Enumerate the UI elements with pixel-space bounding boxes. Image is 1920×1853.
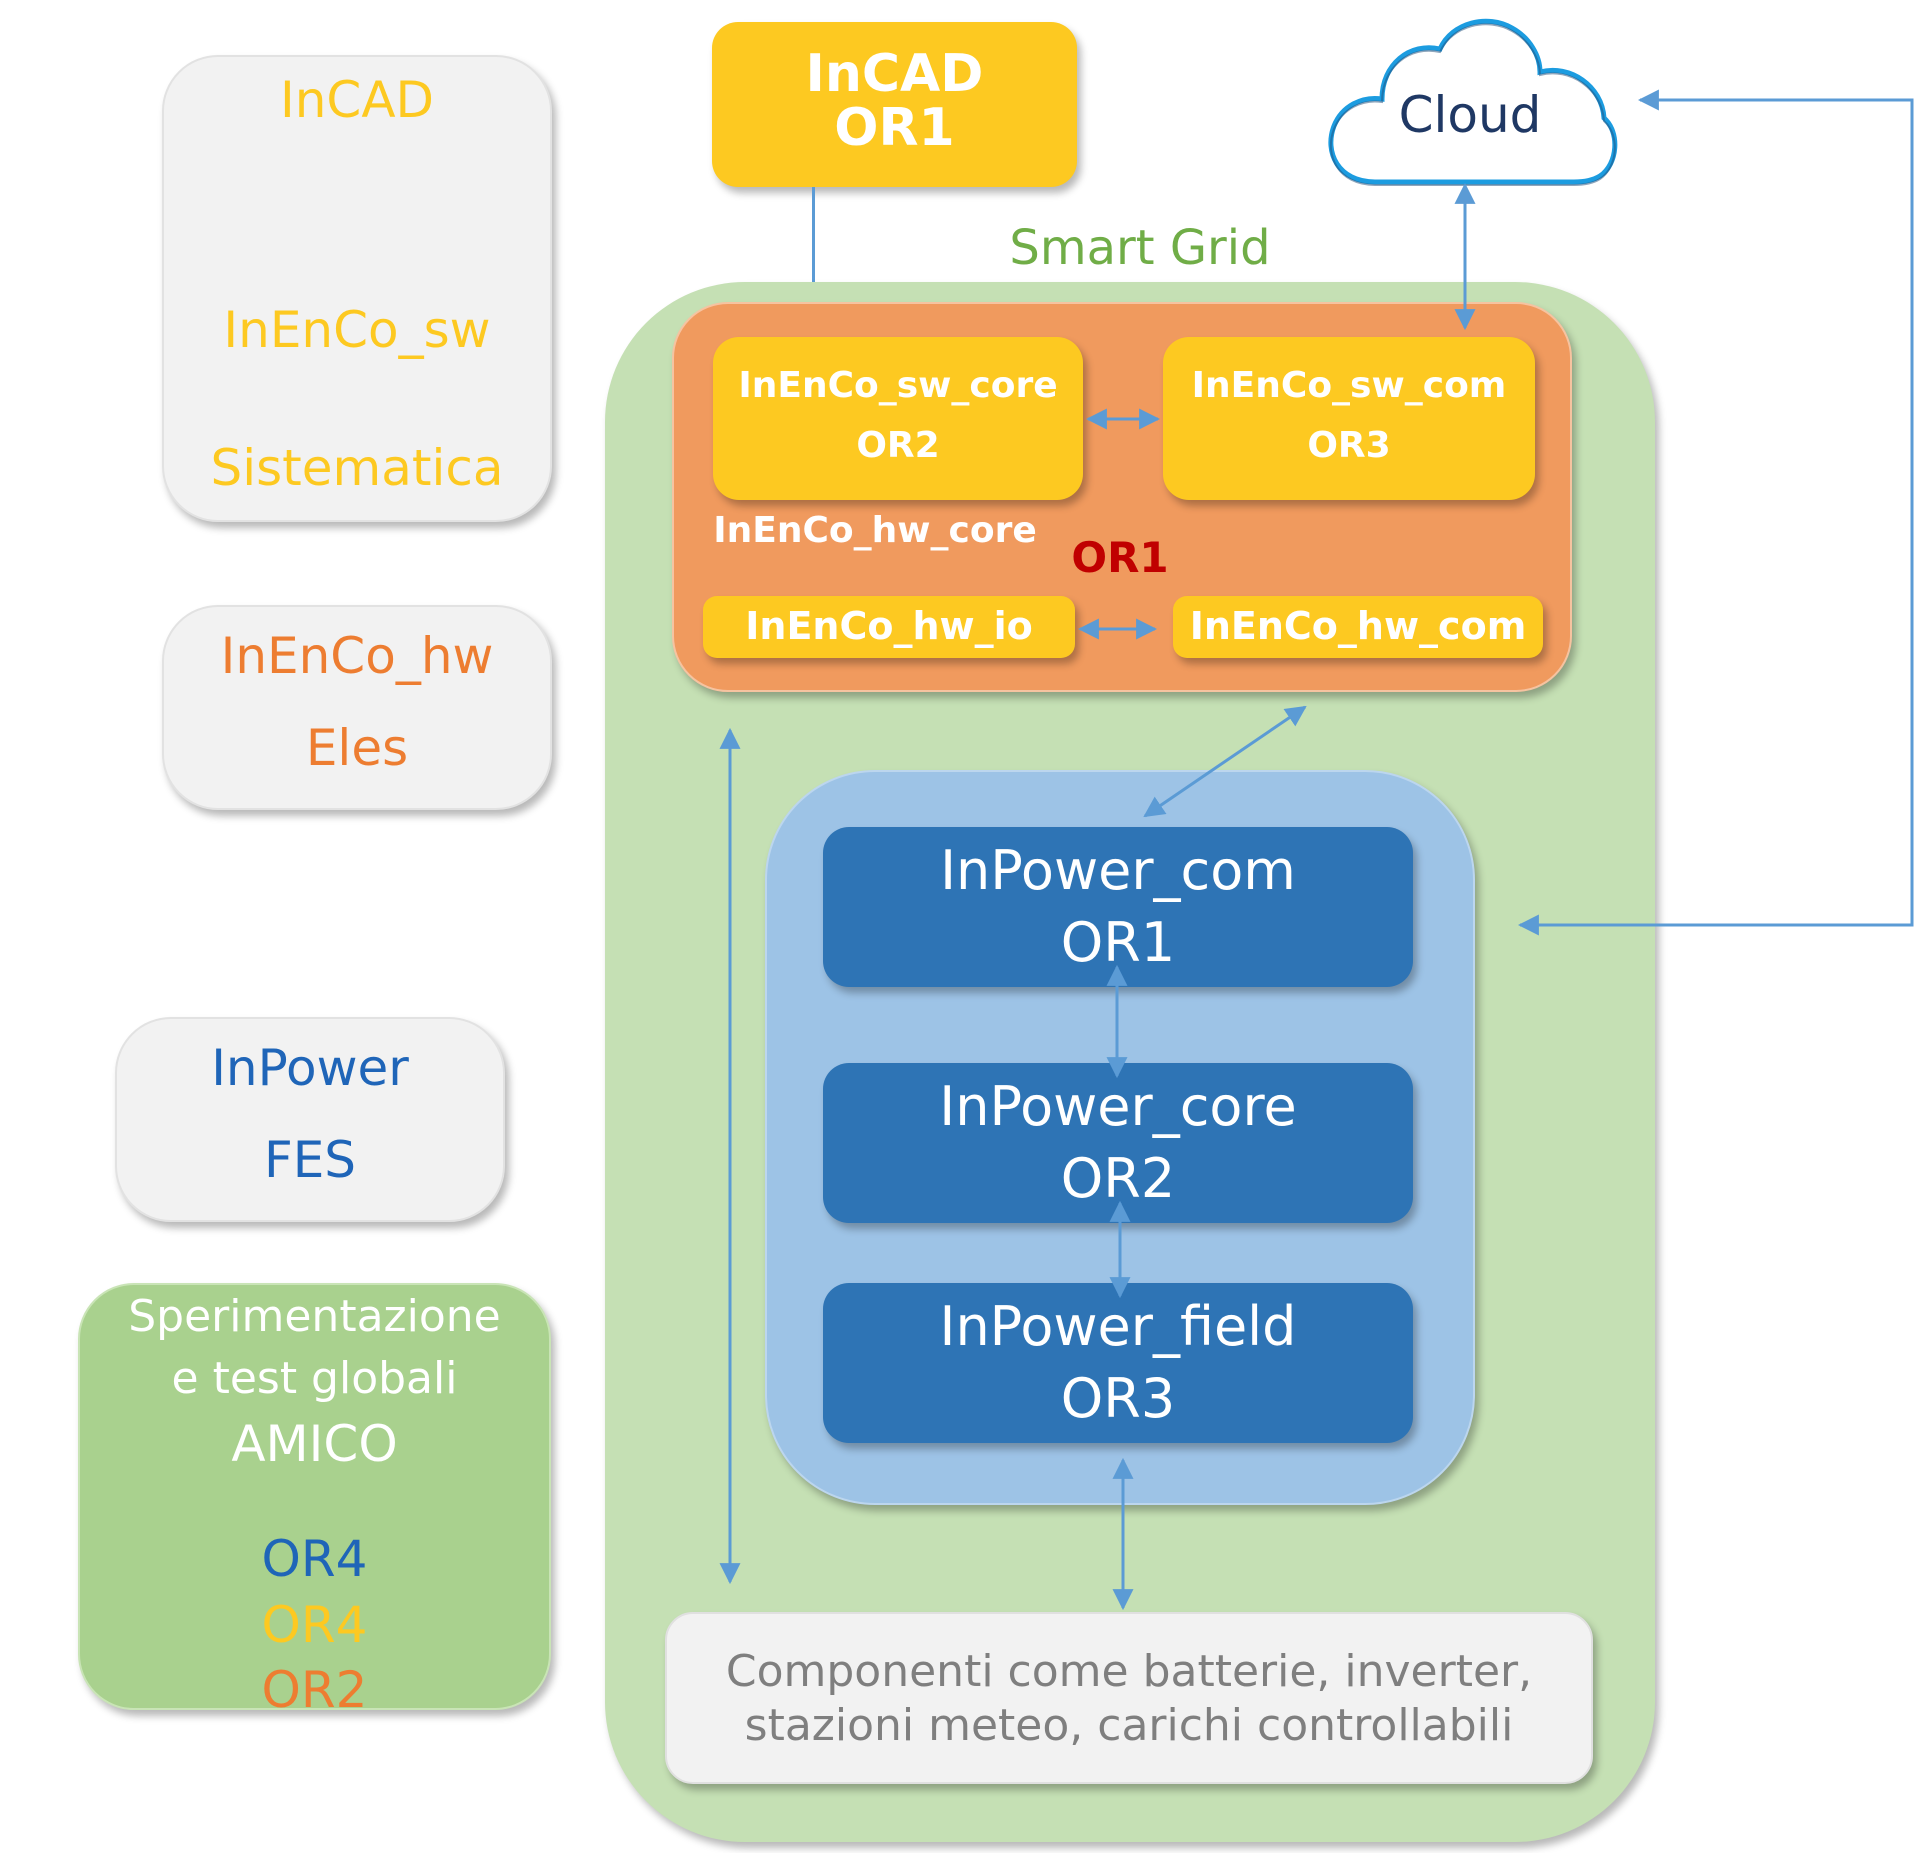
legend-incad-inenco-sw: InCAD InEnCo_sw Sistematica [162, 55, 552, 522]
inpower-core-title: InPower_core [939, 1075, 1297, 1138]
inpower-com-box: InPower_com OR1 [823, 827, 1413, 987]
inenco-hw-io-label: InEnCo_hw_io [745, 604, 1033, 648]
inenco-or1-label: OR1 [1071, 533, 1169, 582]
components-box: Componenti come batterie, inverter, staz… [665, 1612, 1593, 1784]
inpower-com-or: OR1 [1060, 911, 1176, 974]
legend-incad-label: InCAD [279, 71, 435, 129]
legend-inpower: InPower FES [115, 1017, 505, 1222]
legend-fes-label: FES [263, 1131, 357, 1189]
components-line1: Componenti come batterie, inverter, [725, 1646, 1533, 1697]
inenco-sw-core-or: OR2 [856, 425, 940, 466]
inenco-hw-com-box: InEnCo_hw_com [1173, 596, 1543, 658]
amico-or4-blue: OR4 [261, 1530, 368, 1588]
inpower-field-or: OR3 [1060, 1367, 1176, 1430]
inenco-hw-core-label: InEnCo_hw_core [713, 510, 1037, 551]
inenco-hw-io-box: InEnCo_hw_io [703, 596, 1075, 658]
legend-inenco-hw-label: InEnCo_hw [220, 627, 494, 685]
inpower-field-title: InPower_field [939, 1295, 1297, 1358]
legend-sistematica-label: Sistematica [210, 439, 504, 497]
inenco-sw-core-title: InEnCo_sw_core [738, 365, 1058, 406]
incad-box: InCAD OR1 [712, 22, 1077, 187]
components-line2: stazioni meteo, carichi controllabili [744, 1700, 1514, 1751]
inenco-sw-com-title: InEnCo_sw_com [1191, 365, 1507, 406]
legend-inenco-sw-label: InEnCo_sw [223, 301, 491, 359]
inenco-sw-core-box: InEnCo_sw_core OR2 [713, 337, 1083, 500]
legend-eles-label: Eles [305, 719, 409, 777]
legend-amico: Sperimentazione e test globali AMICO OR4… [78, 1283, 551, 1719]
legend-inenco-hw: InEnCo_hw Eles [162, 605, 552, 810]
smart-grid-label: Smart Grid [1009, 220, 1271, 276]
incad-box-or: OR1 [834, 98, 955, 158]
incad-box-title: InCAD [805, 44, 984, 104]
amico-sperimentazione-label: Sperimentazione [128, 1291, 501, 1342]
legend-inpower-label: InPower [211, 1039, 409, 1097]
amico-or4-yellow: OR4 [261, 1596, 368, 1654]
amico-name-label: AMICO [231, 1415, 398, 1473]
inpower-core-box: InPower_core OR2 [823, 1063, 1413, 1223]
inenco-sw-com-or: OR3 [1307, 425, 1391, 466]
inpower-com-title: InPower_com [940, 839, 1296, 902]
inenco-hw-com-label: InEnCo_hw_com [1189, 604, 1527, 648]
cloud-label: Cloud [1398, 86, 1542, 144]
inpower-field-box: InPower_field OR3 [823, 1283, 1413, 1443]
amico-test-globali-label: e test globali [171, 1353, 458, 1404]
incad-connector [812, 187, 815, 282]
amico-or2-orange: OR2 [261, 1661, 368, 1719]
inenco-sw-com-box: InEnCo_sw_com OR3 [1163, 337, 1535, 500]
inpower-core-or: OR2 [1060, 1147, 1176, 1210]
